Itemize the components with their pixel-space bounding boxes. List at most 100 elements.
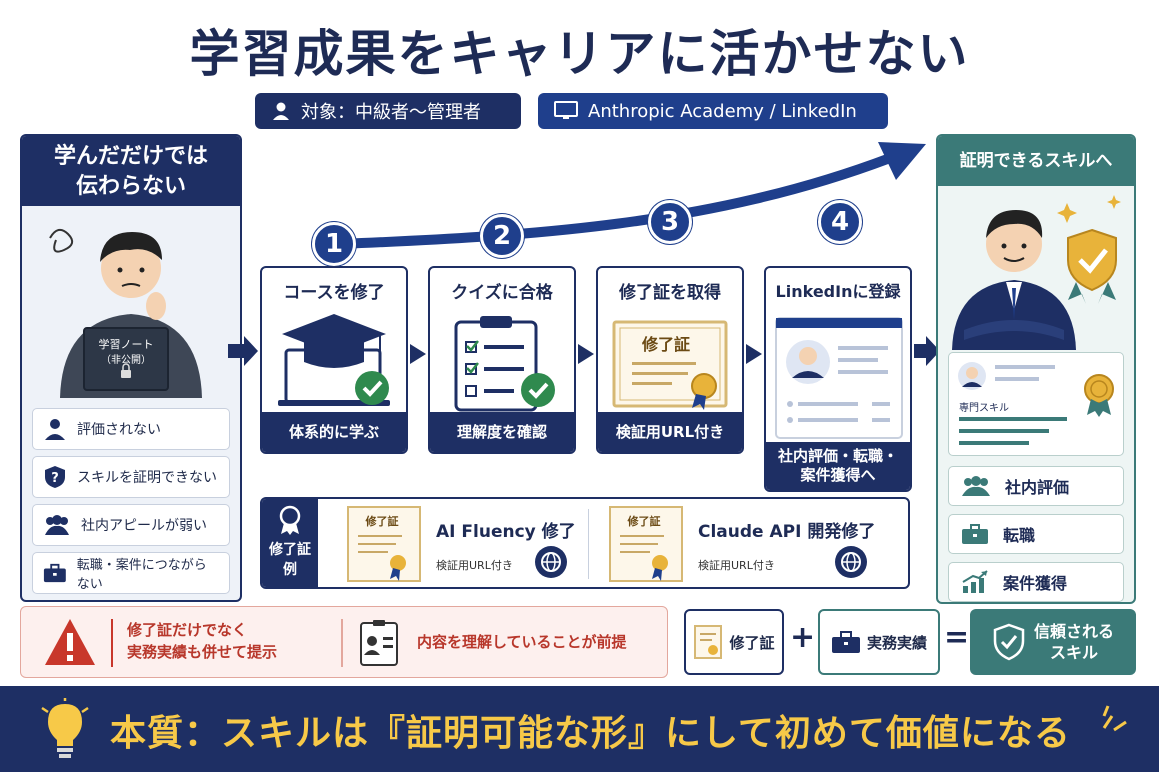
profile-line <box>959 441 1029 445</box>
certificate-examples-line2: 例 <box>283 562 297 578</box>
sparkle-icon <box>1102 705 1127 732</box>
key-message-text: 本質：スキルは『証明可能な形』にして初めて価値になる <box>110 713 1071 754</box>
equals-sign: = <box>944 620 970 655</box>
profile-line <box>959 429 1049 433</box>
question-shield-icon: ? <box>45 466 65 488</box>
equation-result-line2: スキル <box>1049 643 1098 662</box>
step-footer: 社内評価・転職・ 案件獲得へ <box>766 442 910 490</box>
step-number-3: 3 <box>648 200 692 244</box>
person-icon <box>273 102 289 120</box>
person-icon <box>45 419 65 440</box>
problem-item-label: 転職・案件につながらない <box>76 558 207 592</box>
problem-panel: 学んだだけでは 伝わらない 学習ノート （非公開） 評価されない ? スキルを証… <box>20 134 242 602</box>
target-audience-tag: 対象：中級者〜管理者 <box>255 93 521 129</box>
skill-profile-card: 専門スキル <box>948 352 1124 456</box>
ribbon-badge-icon <box>279 505 301 535</box>
certificate-thumbnail-icon: 修了証 <box>609 506 683 582</box>
equation-certificate: 修了証 <box>684 609 784 675</box>
equation-result-text: 信頼される スキル <box>1034 621 1114 663</box>
step-footer: 体系的に学ぶ <box>262 412 406 452</box>
certificate-icon: 修了証 <box>612 320 728 410</box>
flow-arrow-icon <box>410 344 426 364</box>
caution-line2: 実務実績も併せて提示 <box>127 643 278 661</box>
flow-arrow-icon <box>578 344 594 364</box>
certificate-thumbnail-icon: 修了証 <box>347 506 421 582</box>
divider <box>588 509 589 579</box>
step-card-get-certificate: 修了証を取得 修了証 検証用URL付き <box>596 266 744 454</box>
problem-item-label: 評価されない <box>77 422 161 438</box>
outcome-panel: 証明できるスキルへ 専門スキル 社内評価 転職 案件獲得 <box>936 134 1136 604</box>
confused-person-illustration: 学習ノート （非公開） <box>49 228 202 398</box>
step-card-complete-course: コースを修了 体系的に学ぶ <box>260 266 408 454</box>
page-title: 学習成果をキャリアに活かせない <box>189 25 970 83</box>
outcome-project-acquisition: 案件獲得 <box>948 562 1124 602</box>
caution-text: 修了証だけでなく 実務実績も併せて提示 <box>127 619 277 663</box>
globe-link-icon[interactable] <box>534 545 568 579</box>
certificate-icon <box>694 625 723 659</box>
certificate-examples-label: 修了証 例 <box>262 499 318 587</box>
certificate-badge-text: 修了証 <box>627 514 661 528</box>
checklist-clipboard-icon <box>454 316 555 412</box>
certificate-name: AI Fluency 修了 <box>436 522 576 542</box>
step-number-4: 4 <box>818 200 862 244</box>
flow-arrow-icon <box>914 336 940 366</box>
linkedin-profile-icon <box>775 317 903 439</box>
outcome-label: 転職 <box>1003 526 1036 545</box>
step-title: LinkedInに登録 <box>775 282 901 301</box>
monitor-icon <box>554 101 578 119</box>
profile-line <box>995 365 1055 369</box>
caution-note: 修了証だけでなく 実務実績も併せて提示 内容を理解していることが前提 <box>20 606 668 678</box>
divider <box>341 619 343 667</box>
profile-line <box>995 377 1039 381</box>
problem-item-label: 社内アピールが弱い <box>81 518 207 534</box>
certificate-examples-line1: 修了証 <box>269 542 311 558</box>
notebook-subtitle: （非公開） <box>101 354 151 366</box>
step-footer: 理解度を確認 <box>430 412 574 452</box>
step-title: クイズに合格 <box>451 283 553 303</box>
problem-heading-line2: 伝わらない <box>75 174 186 199</box>
outcome-label: 案件獲得 <box>1003 574 1068 593</box>
profile-avatar-icon <box>958 362 986 390</box>
lightbulb-icon <box>41 698 89 758</box>
group-icon <box>962 476 990 496</box>
briefcase-icon <box>962 524 988 544</box>
problem-item-label: スキルを証明できない <box>77 470 217 486</box>
equation-work-label: 実務実績 <box>866 633 927 652</box>
premise-text: 内容を理解していることが前提 <box>417 633 627 651</box>
step-card-register-linkedin: LinkedInに登録 社内評価・転職・ 案件獲得へ <box>764 266 912 492</box>
step-card-pass-quiz: クイズに合格 理解度を確認 <box>428 266 576 454</box>
equation-result-line1: 信頼される <box>1033 622 1114 641</box>
problem-item-no-career: 転職・案件につながらない <box>32 552 230 594</box>
step-number-1: 1 <box>312 222 356 266</box>
problem-item-cannot-prove: ? スキルを証明できない <box>32 456 230 498</box>
target-audience-text: 対象：中級者〜管理者 <box>301 102 481 123</box>
step-title: コースを修了 <box>283 283 385 303</box>
confident-businessman-illustration <box>952 195 1121 350</box>
progress-arrow <box>339 142 926 249</box>
certificate-verify-text: 検証用URL付き <box>436 559 513 572</box>
notebook-title: 学習ノート <box>99 337 154 351</box>
step-number-2: 2 <box>480 214 524 258</box>
platform-text: Anthropic Academy / LinkedIn <box>588 100 857 122</box>
outcome-internal-evaluation: 社内評価 <box>948 466 1124 506</box>
globe-link-icon[interactable] <box>834 545 868 579</box>
problem-heading-line1: 学んだだけでは <box>53 144 208 169</box>
key-message-banner: 本質：スキルは『証明可能な形』にして初めて価値になる <box>0 686 1159 772</box>
divider <box>111 619 113 667</box>
step-footer-line1: 社内評価・転職・ <box>777 447 898 465</box>
outcome-panel-heading: 証明できるスキルへ <box>938 136 1134 186</box>
graduation-laptop-icon <box>278 314 390 406</box>
growth-chart-icon <box>962 570 988 593</box>
outcome-label: 社内評価 <box>1005 478 1070 497</box>
caution-line1: 修了証だけでなく <box>127 621 248 639</box>
outcome-job-change: 転職 <box>948 514 1124 554</box>
briefcase-icon <box>831 631 860 653</box>
briefcase-icon <box>43 563 66 583</box>
group-icon <box>45 515 69 535</box>
platform-tag: Anthropic Academy / LinkedIn <box>538 93 888 129</box>
flow-arrow-icon <box>746 344 762 364</box>
equation-certificate-label: 修了証 <box>729 633 775 652</box>
svg-text:?: ? <box>51 471 59 486</box>
profile-skill-label: 専門スキル <box>959 403 1009 414</box>
equation-work-record: 実務実績 <box>818 609 940 675</box>
